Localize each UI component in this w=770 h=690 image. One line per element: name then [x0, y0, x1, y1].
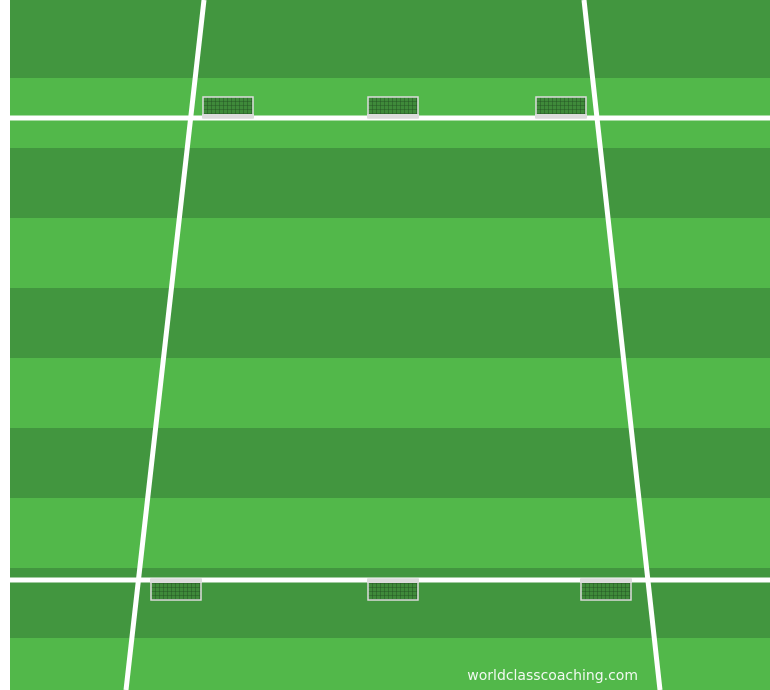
goal: [367, 97, 419, 118]
goal: [580, 579, 632, 600]
goal: [150, 579, 202, 600]
grass-stripe-dark: [10, 288, 770, 358]
goal-crossbar: [367, 579, 419, 583]
goal: [202, 97, 254, 118]
grass-stripe-light: [10, 358, 770, 428]
grass-stripe-dark: [10, 0, 770, 78]
goal-crossbar: [150, 579, 202, 583]
goal-crossbar: [535, 114, 587, 118]
grass-stripe-dark: [10, 428, 770, 498]
grass-stripe-light: [10, 218, 770, 288]
goal: [535, 97, 587, 118]
goal-crossbar: [580, 579, 632, 583]
watermark-text: worldclasscoaching.com: [467, 668, 638, 684]
grass-stripe-light: [10, 498, 770, 568]
goal-crossbar: [202, 114, 254, 118]
grass-stripe-dark: [10, 148, 770, 218]
goal: [367, 579, 419, 600]
goal-crossbar: [367, 114, 419, 118]
